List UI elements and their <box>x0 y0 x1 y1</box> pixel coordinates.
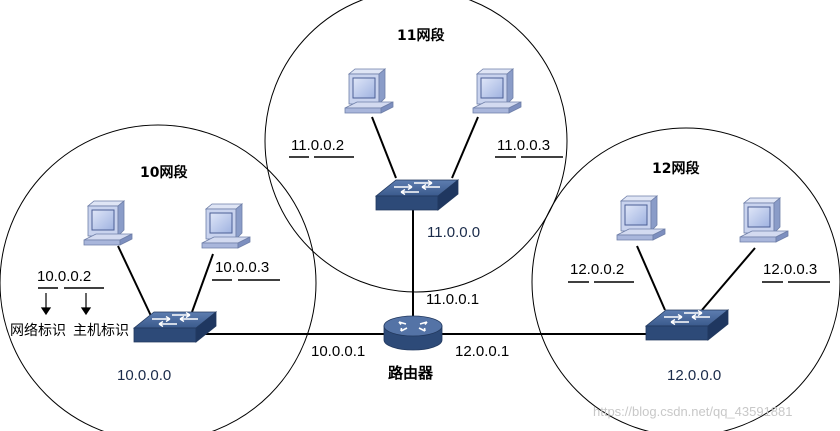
pc-11-0-0-3-icon <box>472 68 522 114</box>
host-11-0-0-3-label: 11.0.0.3 <box>497 137 550 154</box>
switch-11-icon <box>375 179 459 211</box>
host-10-0-0-3-label: 10.0.0.3 <box>215 259 269 276</box>
links <box>117 116 756 335</box>
network-10-label: 10.0.0.0 <box>117 367 171 384</box>
host-11-0-0-2-label: 11.0.0.2 <box>291 137 344 154</box>
switch-12-icon <box>645 309 729 341</box>
link-pc12-3 <box>701 247 756 311</box>
pc-11-0-0-2-icon <box>344 68 394 114</box>
router-if-10-label: 10.0.0.1 <box>311 343 365 360</box>
router-label: 路由器 <box>388 364 434 382</box>
link-pc11-2 <box>371 116 397 179</box>
pc-12-0-0-2-icon <box>616 195 666 241</box>
segment-10-title: 10网段 <box>140 164 187 181</box>
pc-12-0-0-3-icon <box>739 197 789 243</box>
segment-11-circle <box>264 0 568 293</box>
network-12-label: 12.0.0.0 <box>667 367 721 384</box>
switch-10-icon <box>133 311 217 343</box>
router-if-11-label: 11.0.0.1 <box>426 291 479 308</box>
id-arrows <box>40 293 92 316</box>
host-12-0-0-2-label: 12.0.0.2 <box>570 261 624 278</box>
segment-12-title: 12网段 <box>652 160 699 177</box>
link-pc10-2 <box>117 245 153 319</box>
pc-10-0-0-2-icon <box>83 200 133 246</box>
segment-11-title: 11网段 <box>397 27 444 44</box>
network-id-label: 网络标识 <box>10 323 66 339</box>
segment-10-circle <box>0 124 317 431</box>
router-icon <box>383 315 443 351</box>
host-id-label: 主机标识 <box>73 323 129 339</box>
segment-12-circle <box>531 127 840 431</box>
link-pc10-3 <box>191 253 214 313</box>
link-pc12-2 <box>636 245 666 311</box>
pc-10-0-0-3-icon <box>201 203 251 249</box>
router-if-12-label: 12.0.0.1 <box>455 343 509 360</box>
network-11-label: 11.0.0.0 <box>427 224 480 241</box>
host-10-0-0-2-label: 10.0.0.2 <box>37 268 91 285</box>
address-underlines <box>38 156 830 289</box>
host-12-0-0-3-label: 12.0.0.3 <box>763 261 817 278</box>
watermark: https://blog.csdn.net/qq_43591881 <box>593 404 793 419</box>
link-pc11-3 <box>451 116 479 179</box>
